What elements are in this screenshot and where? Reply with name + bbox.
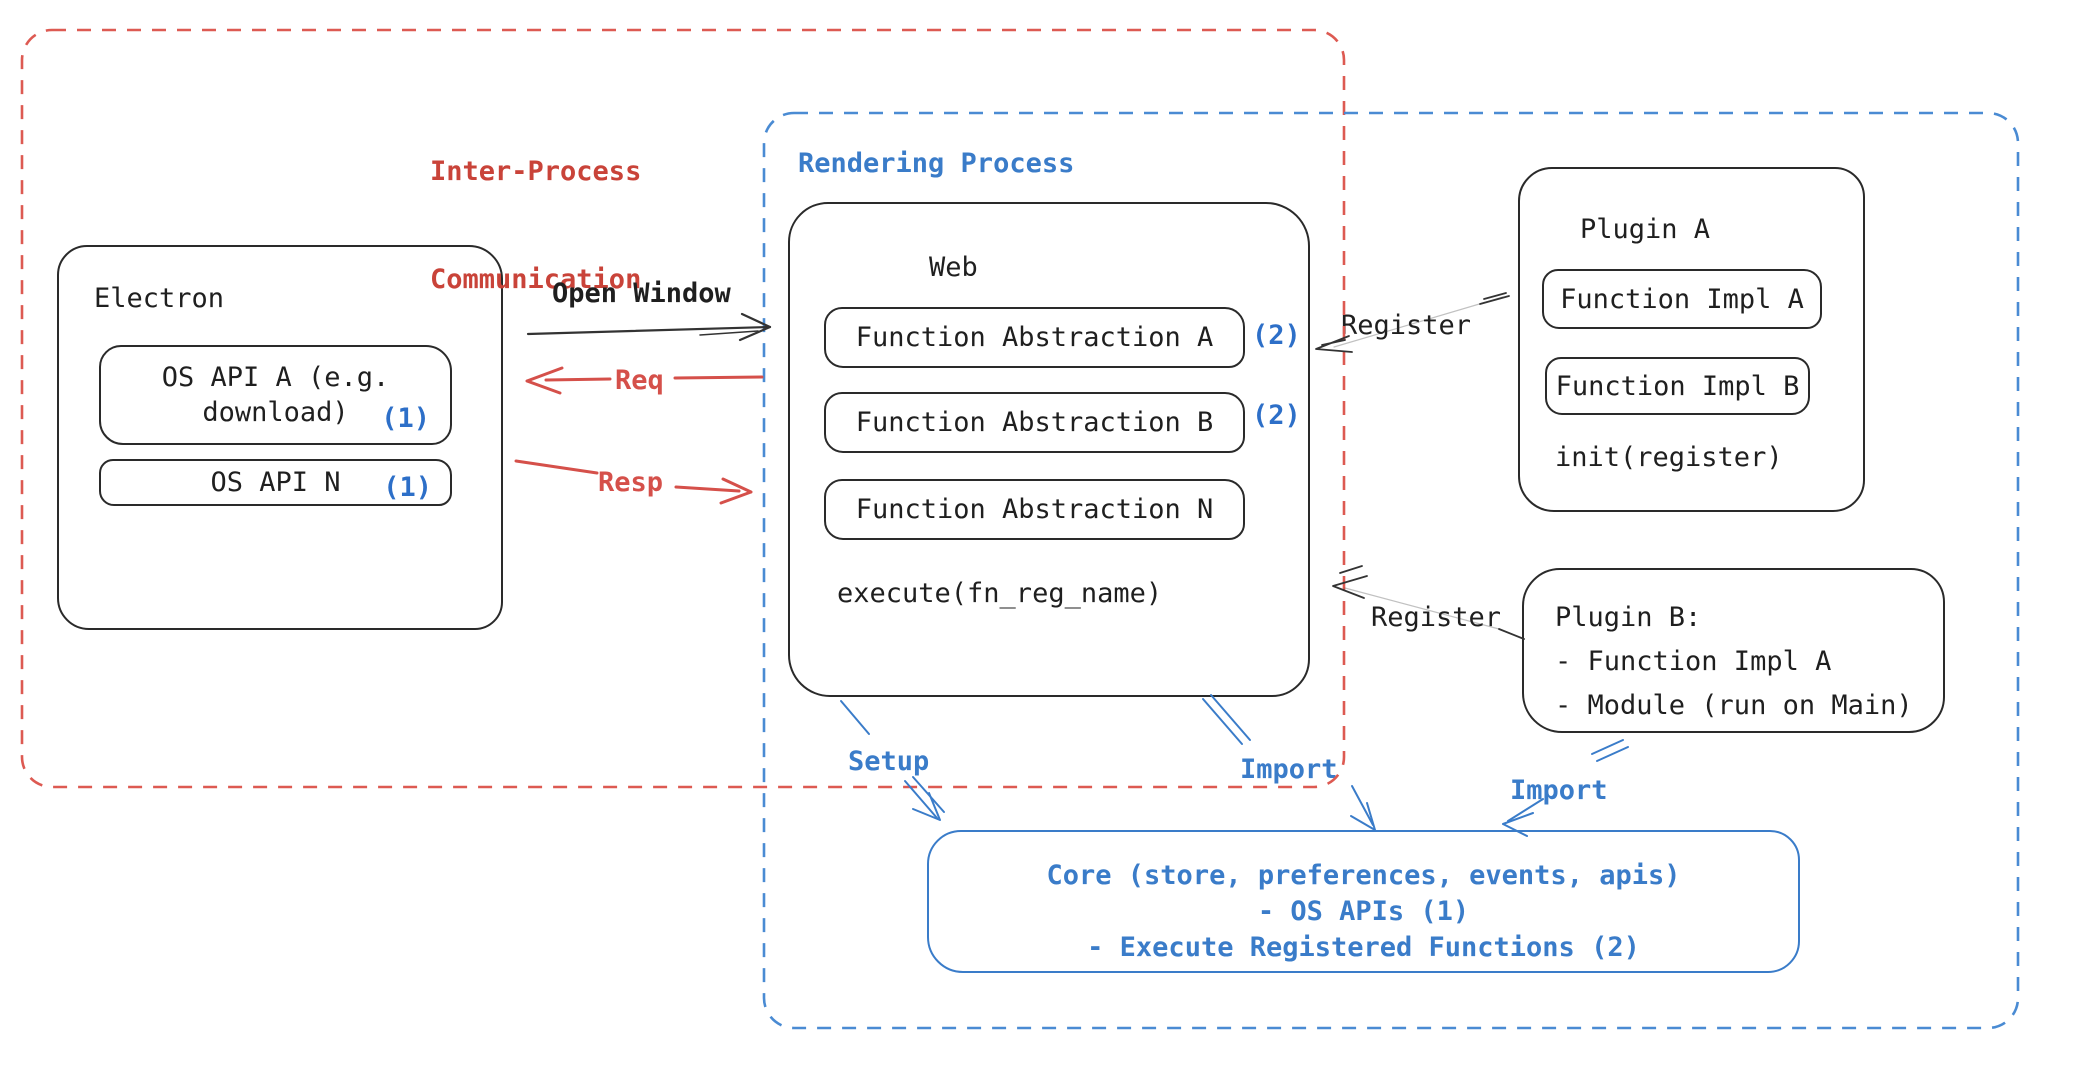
ipc-label-line1: Inter-Process <box>430 156 642 187</box>
init-register-label: init(register) <box>1555 442 1783 473</box>
os-api-a-ref-badge: (1) <box>381 403 430 434</box>
import-pluginb-label: Import <box>1510 775 1608 806</box>
req-label: Req <box>615 365 664 396</box>
core-line2: - OS APIs (1) <box>1257 896 1470 927</box>
plugin-a-title: Plugin A <box>1580 214 1711 245</box>
os-api-a-box: OS API A (e.g. download) (1) <box>99 345 452 445</box>
resp-label: Resp <box>598 467 664 498</box>
os-api-a-line2: download) <box>202 397 349 428</box>
function-impl-a-box: Function Impl A <box>1542 269 1822 329</box>
execute-call-label: execute(fn_reg_name) <box>837 578 1163 609</box>
electron-title: Electron <box>94 283 225 314</box>
plugin-b-line1: Plugin B: <box>1555 602 1702 633</box>
plugin-b-line2: - Function Impl A <box>1555 646 1832 677</box>
web-title: Web <box>929 252 978 283</box>
fn-abstraction-a-box: Function Abstraction A <box>824 307 1245 368</box>
os-api-a-line1: OS API A (e.g. <box>161 362 390 393</box>
fn-abstraction-b-box: Function Abstraction B <box>824 392 1245 453</box>
setup-label: Setup <box>848 746 930 777</box>
function-impl-b-box: Function Impl B <box>1545 357 1810 415</box>
os-api-n-box: OS API N (1) <box>99 459 452 506</box>
core-box: Core (store, preferences, events, apis) … <box>927 830 1800 973</box>
fn-abstraction-b-badge: (2) <box>1252 400 1301 431</box>
fn-abstraction-n-label: Function Abstraction N <box>855 494 1214 525</box>
fn-abstraction-b-label: Function Abstraction B <box>855 407 1214 438</box>
plugin-b-box: Plugin B: - Function Impl A - Module (ru… <box>1522 568 1945 733</box>
plugin-a-box: Plugin A Function Impl A Function Impl B… <box>1518 167 1865 512</box>
os-api-n-ref-badge: (1) <box>383 472 432 503</box>
ipc-group-label: Inter-Process Communication <box>430 82 641 370</box>
register-top-label: Register <box>1341 310 1472 341</box>
fn-abstraction-a-label: Function Abstraction A <box>855 322 1214 353</box>
fn-abstraction-a-badge: (2) <box>1252 320 1301 351</box>
rendering-group-label: Rendering Process <box>798 148 1075 179</box>
core-line1: Core (store, preferences, events, apis) <box>1046 860 1681 891</box>
core-line3: - Execute Registered Functions (2) <box>1087 932 1640 963</box>
import-web-label: Import <box>1240 754 1338 785</box>
function-impl-b-label: Function Impl B <box>1555 370 1800 402</box>
os-api-a-label: OS API A (e.g. download) <box>162 360 390 430</box>
os-api-n-label: OS API N <box>210 467 341 498</box>
fn-abstraction-n-box: Function Abstraction N <box>824 479 1245 540</box>
function-impl-a-label: Function Impl A <box>1560 283 1804 315</box>
plugin-b-line3: - Module (run on Main) <box>1555 690 1913 721</box>
web-box: Web Function Abstraction A (2) Function … <box>788 202 1310 697</box>
register-bottom-label: Register <box>1371 602 1502 633</box>
open-window-label: Open Window <box>552 278 731 309</box>
